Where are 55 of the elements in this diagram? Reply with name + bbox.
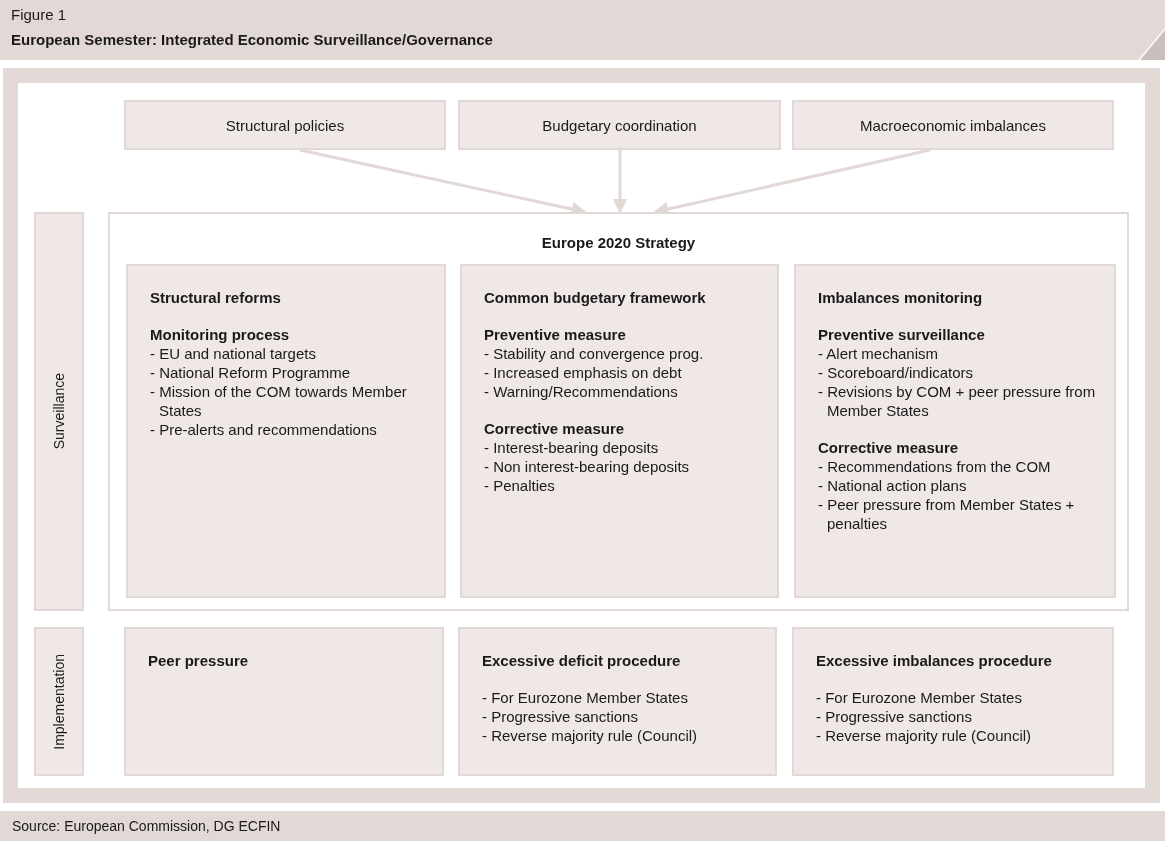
list-item: - For Eurozone Member States [482,688,689,707]
list-item: - Interest-bearing deposits [484,438,660,457]
category-box [794,264,1116,598]
category-box [458,627,777,776]
side-label: Implementation [51,653,67,750]
list-item: - National Reform Programme [150,363,352,382]
list-item: - Progressive sanctions [816,707,973,726]
box-label: Structural policies [225,116,345,134]
list-item: - Non interest-bearing deposits [484,457,691,476]
category-box [126,264,446,598]
frame-title: Europe 2020 Strategy [540,234,697,251]
list-item: - Recommendations from the COM [818,457,1052,476]
list-item: - Mission of the COM towards Member States [150,382,408,420]
strategy-frame [108,212,1129,611]
category-box [124,627,444,776]
section-heading: Preventive surveillance [818,325,986,344]
category-box [458,100,781,150]
source-note: Source: European Commission, DG ECFIN [0,811,1165,841]
section-heading: Corrective measure [484,419,626,438]
category-box [124,100,446,150]
section-heading: Peer pressure [148,651,250,670]
section-heading: Preventive measure [484,325,627,344]
side-band [34,212,84,611]
category-box [792,100,1114,150]
box-label: Budgetary coordination [542,116,697,134]
list-item: - Peer pressure from Member States + penalties [818,495,1076,533]
section-heading: Common budgetary framework [484,288,707,307]
figure-number: Figure 1 [11,6,67,23]
section-heading: Structural reforms [150,288,282,307]
list-item: - Reverse majority rule (Council) [816,726,1033,745]
list-item: - Warning/Recommendations [484,382,679,401]
category-box [792,627,1114,776]
side-band [34,627,84,776]
list-item: - Stability and convergence prog. [484,344,705,363]
figure-title: European Semester: Integrated Economic Surveillance/Governance [11,31,493,48]
section-heading: Monitoring process [150,325,291,344]
section-heading: Imbalances monitoring [818,288,984,307]
list-item: - Penalties [484,476,556,495]
list-item: - Revisions by COM + peer pressure from Member States [818,382,1097,420]
list-item: - EU and national targets [150,344,317,363]
list-item: - Progressive sanctions [482,707,639,726]
list-item: - Increased emphasis on debt [484,363,683,382]
list-item: - For Eurozone Member States [816,688,1023,707]
list-item: - Scoreboard/indicators [818,363,975,382]
section-heading: Excessive imbalances procedure [816,651,1053,670]
list-item: - Reverse majority rule (Council) [482,726,699,745]
list-item: - Alert mechanism [818,344,940,363]
side-label: Surveillance [51,373,67,450]
section-heading: Excessive deficit procedure [482,651,682,670]
list-item: - Pre-alerts and recommendations [150,420,378,439]
list-item: - National action plans [818,476,968,495]
section-heading: Corrective measure [818,438,960,457]
category-box [460,264,779,598]
arrow [612,150,628,214]
box-label: Macroeconomic imbalances [860,116,1046,134]
